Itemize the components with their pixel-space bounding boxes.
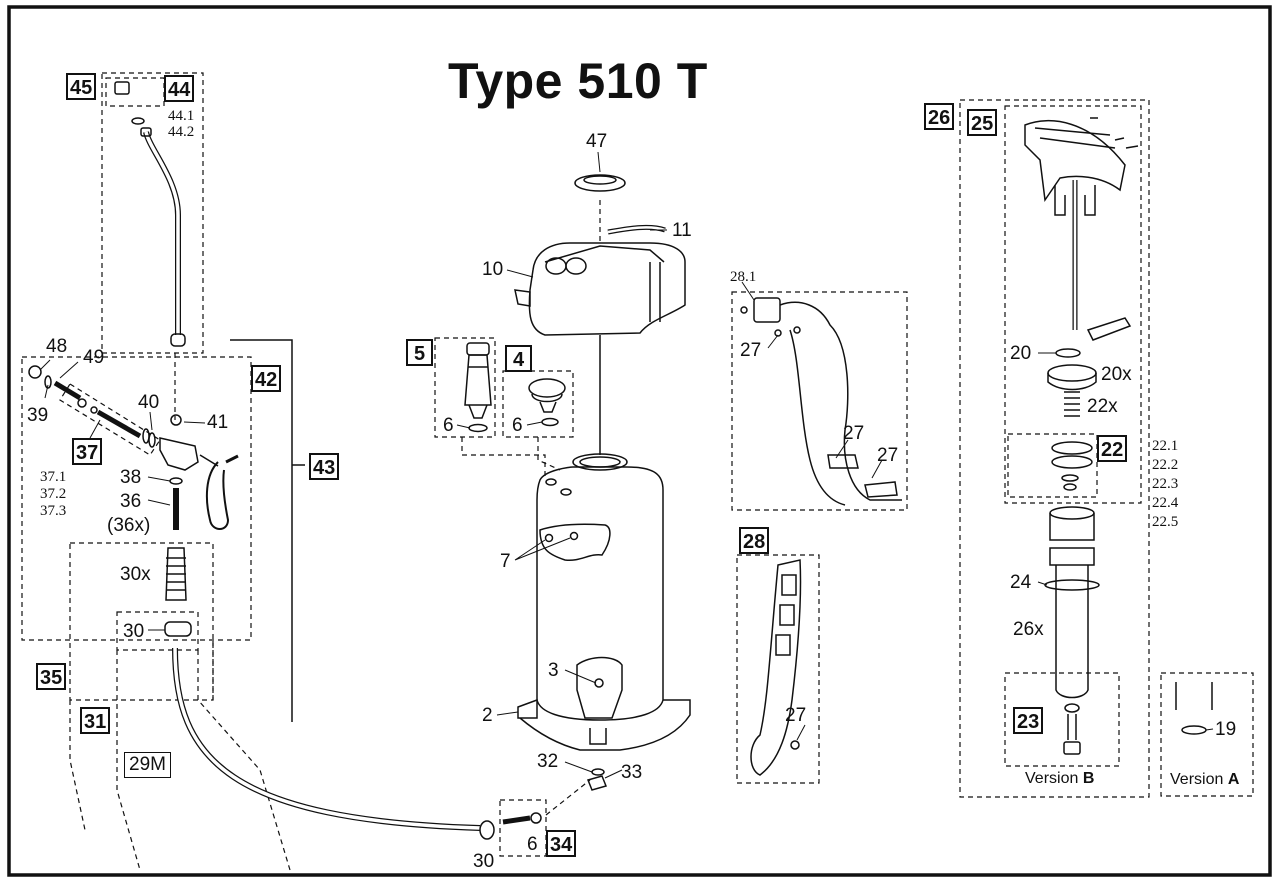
part-label-22-2: 22.2 xyxy=(1152,457,1179,473)
part-label-44-1: 44.1 xyxy=(168,108,195,124)
part-label-44-2: 44.2 xyxy=(168,124,195,140)
part-label-6-b: 6 xyxy=(512,415,523,436)
part-label-7: 7 xyxy=(500,551,511,572)
part-label-6-c: 6 xyxy=(527,834,538,855)
box-label-35: 35 xyxy=(36,663,67,690)
group-box-45 xyxy=(101,72,204,354)
part-label-37-3: 37.3 xyxy=(40,503,67,519)
part-label-22x: 22x xyxy=(1087,396,1118,417)
group-box-5 xyxy=(434,337,496,438)
group-box-34 xyxy=(499,799,547,857)
part-label-26x: 26x xyxy=(1013,619,1044,640)
part-label-49: 49 xyxy=(83,347,105,368)
box-label-22: 22 xyxy=(1097,435,1128,462)
part-label-20: 20 xyxy=(1010,343,1032,364)
box-label-45: 45 xyxy=(66,73,97,100)
part-label-24: 24 xyxy=(1010,572,1032,593)
group-bracket-43 xyxy=(230,339,293,722)
part-label-27-a: 27 xyxy=(740,340,762,361)
part-label-48: 48 xyxy=(46,336,68,357)
box-label-43: 43 xyxy=(309,453,340,480)
part-label-19: 19 xyxy=(1215,719,1237,740)
part-label-27-b: 27 xyxy=(843,423,865,444)
part-label-27-d: 27 xyxy=(785,705,807,726)
box-label-31: 31 xyxy=(80,707,111,734)
part-label-37-2: 37.2 xyxy=(40,486,67,502)
group-box-22 xyxy=(1007,433,1098,498)
part-label-29M: 29M xyxy=(124,752,171,778)
part-label-47: 47 xyxy=(586,131,608,152)
part-label-20x: 20x xyxy=(1101,364,1132,385)
part-label-28-1: 28.1 xyxy=(730,269,757,285)
box-label-42: 42 xyxy=(251,365,282,392)
part-label-30-a: 30 xyxy=(123,621,145,642)
box-label-4: 4 xyxy=(505,345,532,372)
part-label-11: 11 xyxy=(672,220,692,241)
part-label-6-a: 6 xyxy=(443,415,454,436)
part-label-30-b: 30 xyxy=(473,851,495,872)
box-label-25: 25 xyxy=(967,109,998,136)
group-box-35 xyxy=(69,542,214,701)
box-label-28: 28 xyxy=(739,527,770,554)
group-box-25 xyxy=(1004,105,1142,504)
part-label-22-1: 22.1 xyxy=(1152,438,1179,454)
part-label-22-3: 22.3 xyxy=(1152,476,1179,492)
part-label-22-5: 22.5 xyxy=(1152,514,1179,530)
group-box-23 xyxy=(1004,672,1120,767)
version-b-label: Version B xyxy=(1025,770,1095,787)
group-box-28 xyxy=(736,554,820,784)
box-label-23: 23 xyxy=(1013,707,1044,734)
part-label-36x: (36x) xyxy=(107,515,151,536)
part-label-27-c: 27 xyxy=(877,445,899,466)
group-box-31 xyxy=(116,611,199,651)
version-a-label: Version A xyxy=(1170,771,1240,788)
diagram-frame xyxy=(7,5,1272,877)
part-label-37-1: 37.1 xyxy=(40,469,67,485)
box-label-44: 44 xyxy=(164,75,195,102)
part-label-3: 3 xyxy=(548,660,559,681)
group-box-version-a xyxy=(1160,672,1254,797)
part-label-36: 36 xyxy=(120,491,142,512)
part-label-30x: 30x xyxy=(120,564,151,585)
part-label-33: 33 xyxy=(621,762,643,783)
part-label-32: 32 xyxy=(537,751,559,772)
part-label-40: 40 xyxy=(138,392,160,413)
part-label-38: 38 xyxy=(120,467,142,488)
part-label-39: 39 xyxy=(27,405,49,426)
part-label-41: 41 xyxy=(207,412,229,433)
diagram-title: Type 510 T xyxy=(448,53,708,109)
part-label-22-4: 22.4 xyxy=(1152,495,1179,511)
box-label-34: 34 xyxy=(546,830,577,857)
group-box-26 xyxy=(959,99,1150,798)
part-label-2: 2 xyxy=(482,705,493,726)
box-label-5: 5 xyxy=(406,339,433,366)
part-label-10: 10 xyxy=(482,259,504,280)
box-label-26: 26 xyxy=(924,103,955,130)
group-box-42 xyxy=(21,356,252,641)
box-label-37: 37 xyxy=(72,438,103,465)
group-box-28-1 xyxy=(731,291,908,511)
